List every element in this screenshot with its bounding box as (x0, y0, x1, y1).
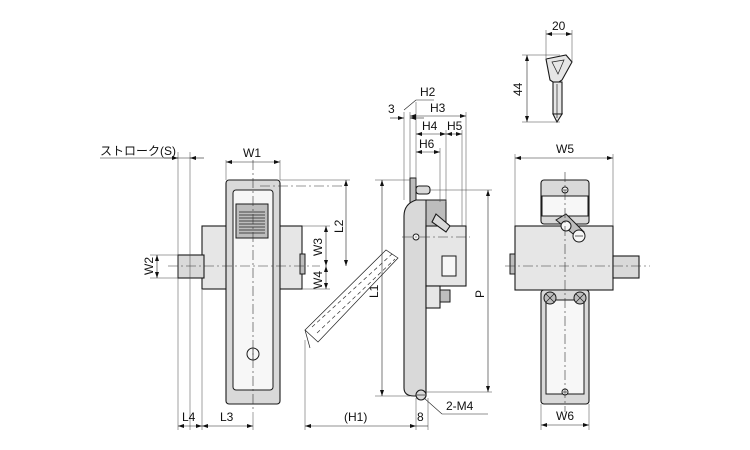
key-blade (552, 81, 563, 115)
rear-right-phillips-screw-icon (573, 291, 587, 305)
p-label: P (473, 290, 487, 298)
side-open-handle-phantom (304, 249, 399, 349)
w3-label: W3 (311, 238, 325, 256)
key-width-label: 20 (552, 19, 566, 33)
side-housing-window (441, 255, 457, 277)
w4-label: W4 (311, 271, 325, 289)
front-latch-bolt (177, 254, 205, 279)
rear-view: W5 W6 (505, 142, 650, 430)
front-side-nub (299, 253, 306, 275)
key-view: 20 44 (511, 19, 573, 124)
front-trigger-grip-lines (239, 211, 265, 234)
rear-left-phillips-screw-icon (543, 291, 557, 305)
side-bracket-stub (439, 289, 451, 303)
w5-label: W5 (556, 142, 574, 156)
w1-label: W1 (243, 146, 261, 160)
side-trigger-tab (431, 213, 451, 233)
side-view: L1 P 3 H2 H3 H4 H5 H6 (H1) (304, 85, 492, 430)
rear-side-nub (509, 253, 516, 275)
w6-label: W6 (556, 409, 574, 423)
l2-label: L2 (332, 219, 346, 233)
l4-label: L4 (182, 410, 196, 424)
key-height-label: 44 (511, 82, 525, 96)
l3-label: L3 (220, 410, 234, 424)
w2-label: W2 (142, 257, 156, 275)
rear-latch-bolt (612, 255, 640, 279)
h4-label: H4 (422, 119, 438, 133)
side-mount-bracket (425, 285, 441, 309)
stroke-label: ストローク(S) (100, 144, 176, 158)
h6-label: H6 (419, 137, 435, 151)
rear-body (514, 225, 614, 291)
h5-label: H5 (447, 119, 463, 133)
h2-label: H2 (420, 85, 436, 99)
side-top-screw-icon (415, 185, 431, 195)
side-bottom-screw-icon (415, 389, 427, 401)
front-view: ストローク(S) W1 W2 L2 W3 W4 L4 L3 (100, 144, 350, 430)
m4-label: 2-M4 (446, 399, 474, 413)
rear-lever-mechanism (555, 213, 586, 243)
h1-label: (H1) (344, 410, 367, 424)
three-label: 3 (388, 102, 395, 116)
key-bow (545, 54, 573, 85)
m4-leader-line (423, 397, 443, 415)
eight-label: 8 (417, 410, 424, 424)
h3-label: H3 (430, 101, 446, 115)
l1-label: L1 (367, 284, 381, 298)
